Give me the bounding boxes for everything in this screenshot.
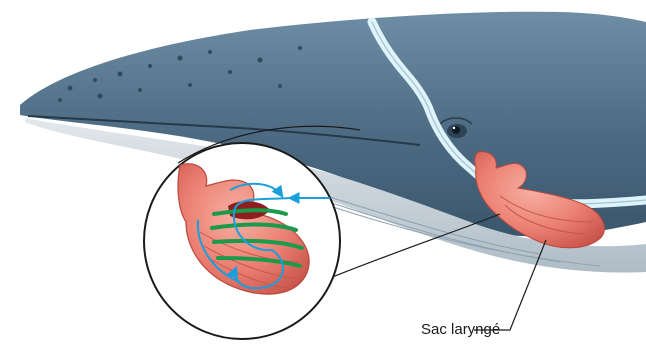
laryngeal-sac-label: Sac laryngé — [421, 321, 500, 339]
